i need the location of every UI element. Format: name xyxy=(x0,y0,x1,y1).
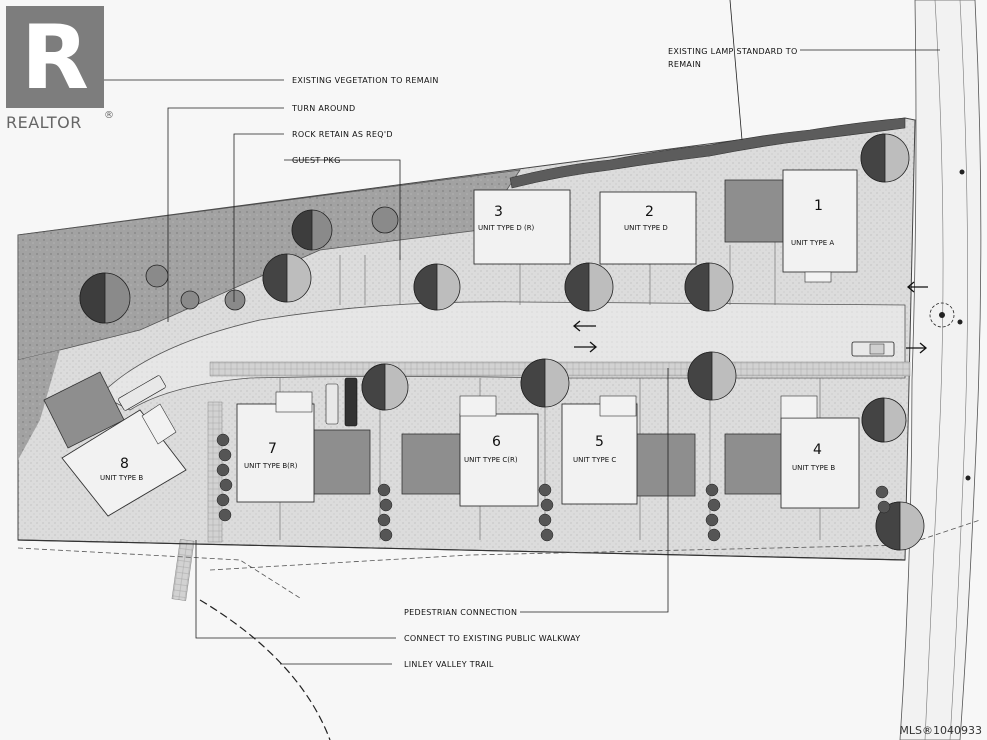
realtor-logo: R REALTOR ® xyxy=(6,6,114,132)
tree-icons xyxy=(79,133,925,551)
unit-4-footprint xyxy=(724,395,860,509)
unit-2-type: UNIT TYPE D xyxy=(624,224,668,232)
unit-2-number: 2 xyxy=(645,204,654,220)
arrow-right-icon xyxy=(574,341,598,353)
callout-turn-around: TURN AROUND xyxy=(291,104,355,113)
callout-existing-lamp-line1: EXISTING LAMP STANDARD TO xyxy=(668,47,798,56)
unit-5-number: 5 xyxy=(595,434,604,450)
callout-existing-lamp-line2: REMAIN xyxy=(668,60,701,69)
pedestrian-connector xyxy=(171,539,195,601)
unit-8-number: 8 xyxy=(120,456,129,472)
unit-8-footprint xyxy=(43,371,187,517)
arrow-left-icon xyxy=(906,281,928,293)
unit-3-number: 3 xyxy=(494,204,503,220)
unit-3-footprint xyxy=(473,189,571,265)
south-boundary xyxy=(17,539,906,561)
unit-3-type: UNIT TYPE D (R) xyxy=(478,224,535,232)
traffic-arrows xyxy=(572,281,928,354)
unit-6-number: 6 xyxy=(492,434,501,450)
unit-1-footprint xyxy=(724,169,858,283)
callout-existing-vegetation: EXISTING VEGETATION TO REMAIN xyxy=(292,76,439,85)
unit-7-number: 7 xyxy=(268,441,277,457)
unit-7-footprint xyxy=(236,391,371,503)
tree-icon xyxy=(145,264,169,288)
car-icon xyxy=(851,341,895,357)
realtor-wordmark: REALTOR xyxy=(6,113,82,132)
tree-icon xyxy=(180,290,200,310)
parked-car-icon xyxy=(118,375,358,427)
tree-icon xyxy=(224,289,246,311)
mls-watermark: MLS®1040933 xyxy=(899,724,982,737)
vegetation-lower-left xyxy=(18,350,60,460)
unit-7-type: UNIT TYPE B(R) xyxy=(244,462,298,470)
arrow-left-icon xyxy=(572,320,596,332)
unit-5-footprint xyxy=(561,395,696,505)
realtor-registered-mark: ® xyxy=(104,110,114,121)
shrub-icons xyxy=(216,433,891,542)
tree-icon xyxy=(371,206,399,234)
lamp-standard-icon xyxy=(929,302,955,328)
unit-2-footprint xyxy=(599,191,697,265)
callout-rock-retain: ROCK RETAIN AS REQ'D xyxy=(292,130,393,139)
callout-guest-pkg: GUEST PKG xyxy=(292,156,341,165)
lot-dashed-line xyxy=(17,547,301,599)
outer-dashed-boundary xyxy=(209,519,981,571)
street-far-line xyxy=(949,0,968,740)
callout-pedestrian-connection: PEDESTRIAN CONNECTION xyxy=(404,608,517,617)
street-curb-line xyxy=(924,0,944,740)
unit-4-type: UNIT TYPE B xyxy=(792,464,835,472)
unit-5-type: UNIT TYPE C xyxy=(573,456,616,464)
unit-1-number: 1 xyxy=(814,198,823,214)
unit-8-type: UNIT TYPE B xyxy=(100,474,143,482)
top-hedge xyxy=(509,117,906,189)
unit-6-footprint xyxy=(401,395,539,507)
callout-linley-trail: LINLEY VALLEY TRAIL xyxy=(404,660,494,669)
unit-4-number: 4 xyxy=(813,442,822,458)
arrow-right-icon xyxy=(906,342,928,354)
realtor-logo-letter: R xyxy=(21,6,89,109)
callout-leaders xyxy=(104,0,940,665)
linley-valley-trail-path xyxy=(199,599,331,740)
street-bollards xyxy=(957,169,971,481)
unit-6-type: UNIT TYPE C(R) xyxy=(464,456,518,464)
callout-connect-walkway: CONNECT TO EXISTING PUBLIC WALKWAY xyxy=(404,634,580,643)
unit-1-type: UNIT TYPE A xyxy=(791,239,834,247)
